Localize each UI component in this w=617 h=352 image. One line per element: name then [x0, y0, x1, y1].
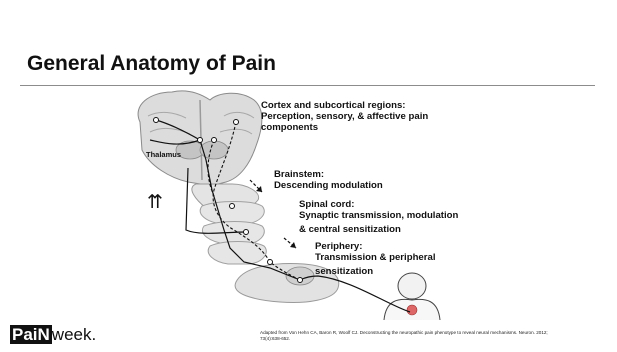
periphery-label-line: sensitization — [315, 266, 436, 277]
brain-illustration — [138, 91, 262, 196]
citation-line: Adapted from Von Hehn CA, Baron R, Woolf… — [260, 330, 548, 341]
brainstem-label: Brainstem: Descending modulation — [274, 169, 383, 191]
thalamus-label: Thalamus — [146, 150, 181, 159]
spinal-cord-label-heading: Spinal cord: — [299, 199, 458, 210]
cortex-label-heading: Cortex and subcortical regions: — [261, 100, 428, 111]
logo-week: week. — [52, 325, 96, 344]
periphery-label-line: Transmission & peripheral — [315, 252, 436, 263]
human-figure-illustration — [384, 273, 440, 320]
periphery-label: Periphery: Transmission & peripheral sen… — [315, 241, 436, 277]
periphery-label-heading: Periphery: — [315, 241, 436, 252]
cortex-label-line: Perception, sensory, & affective pain — [261, 111, 428, 122]
logo-pain: PaiN — [10, 325, 52, 344]
cortex-label-line: components — [261, 122, 428, 133]
brainstem-label-line: Descending modulation — [274, 180, 383, 191]
spinal-cord-label: Spinal cord: Synaptic transmission, modu… — [299, 199, 458, 235]
citation-text: Adapted from Von Hehn CA, Baron R, Woolf… — [260, 330, 560, 341]
spinal-cord-label-line: Synaptic transmission, modulation — [299, 210, 458, 221]
ascending-arrows-icon: ⇈ — [147, 193, 161, 213]
brainstem-label-heading: Brainstem: — [274, 169, 383, 180]
spinal-cord-label-line: & central sensitization — [299, 224, 458, 235]
cortex-label: Cortex and subcortical regions: Percepti… — [261, 100, 428, 133]
